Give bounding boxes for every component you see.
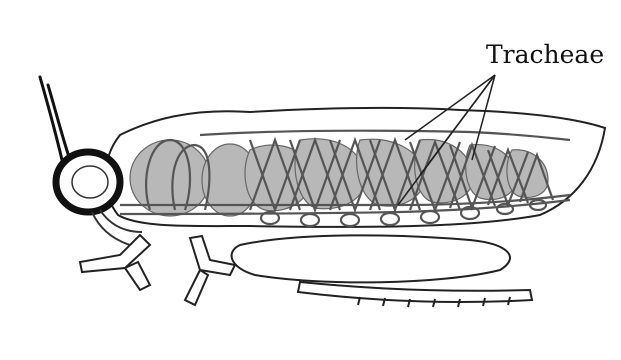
tracheae-label: Tracheae: [486, 40, 604, 69]
antennae: [40, 77, 70, 160]
head: [56, 152, 120, 212]
legs: [80, 235, 532, 307]
